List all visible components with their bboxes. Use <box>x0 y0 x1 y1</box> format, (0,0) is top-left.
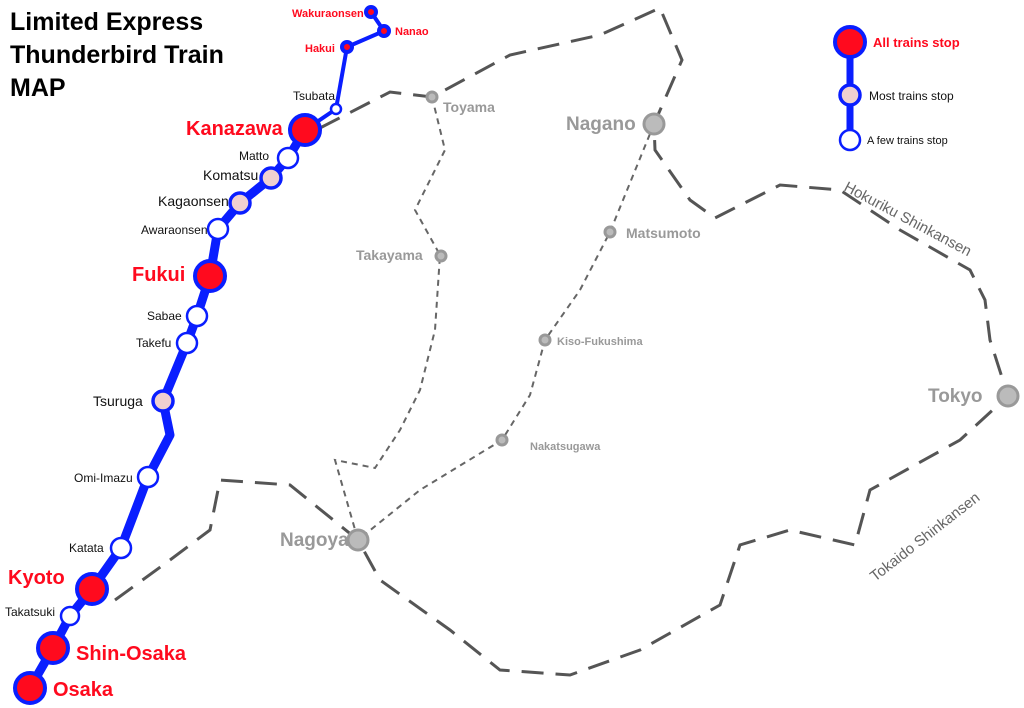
station-nagoya <box>346 528 370 552</box>
station-kanazawa <box>288 113 322 147</box>
label-nakatsugawa: Nakatsugawa <box>530 441 601 453</box>
label-komatsu: Komatsu <box>203 167 258 183</box>
label-fukui: Fukui <box>132 264 185 286</box>
title-line-1: Limited Express <box>10 8 203 36</box>
station-awaraonsen <box>206 217 230 241</box>
label-awaraonsen: Awaraonsen <box>141 223 208 237</box>
title-line-3: MAP <box>10 74 66 102</box>
station-omiimazu <box>136 465 160 489</box>
chuo-line <box>357 123 655 541</box>
thunderbird-route-north <box>303 10 386 132</box>
takayama-line <box>333 96 447 541</box>
station-kyoto <box>75 572 109 606</box>
label-shinosaka: Shin-Osaka <box>76 643 187 665</box>
label-takatsuki: Takatsuki <box>5 605 55 619</box>
station-nakatsugawa <box>495 433 509 447</box>
label-omiimazu: Omi-Imazu <box>74 471 133 485</box>
station-fukui <box>193 259 227 293</box>
label-kagaonsen: Kagaonsen <box>158 193 229 209</box>
station-toyama <box>425 90 439 104</box>
label-tsubata: Tsubata <box>293 89 335 103</box>
station-kagaonsen <box>228 191 252 215</box>
tokaido-shinkansen-line <box>114 394 1010 677</box>
thunderbird-route <box>25 125 310 693</box>
label-nanao: Nanao <box>395 26 429 38</box>
station-kisofukushima <box>538 333 552 347</box>
station-tokyo <box>996 384 1020 408</box>
station-nagano <box>642 112 666 136</box>
station-takatsuki <box>59 605 81 627</box>
label-wakuraonsen: Wakuraonsen <box>292 8 364 20</box>
station-sabae <box>185 304 209 328</box>
station-matto <box>276 146 300 170</box>
legend-few-stop-label: A few trains stop <box>867 135 948 147</box>
label-nagoya: Nagoya <box>280 530 349 551</box>
label-matsumoto: Matsumoto <box>626 225 701 241</box>
label-hokuriku-shinkansen: Hokuriku Shinkansen <box>841 179 974 261</box>
label-hakui: Hakui <box>305 43 335 55</box>
label-takefu: Takefu <box>136 336 171 350</box>
map-title: Limited Express Thunderbird Train MAP <box>10 8 224 102</box>
station-tsuruga <box>151 389 175 413</box>
label-nagano: Nagano <box>566 114 636 135</box>
label-kisofukushima: Kiso-Fukushima <box>557 336 643 348</box>
label-matto: Matto <box>239 149 269 163</box>
label-tsuruga: Tsuruga <box>93 393 143 409</box>
title-line-2: Thunderbird Train <box>10 41 224 69</box>
label-tokyo: Tokyo <box>928 386 983 407</box>
label-osaka: Osaka <box>53 679 114 701</box>
station-takefu <box>175 331 199 355</box>
station-takayama <box>434 249 448 263</box>
legend-all-stop-icon <box>833 25 867 59</box>
label-kyoto: Kyoto <box>8 567 65 589</box>
station-hakui <box>340 40 354 54</box>
hokuriku-shinkansen-line <box>319 6 1010 397</box>
legend-all-stop-label: All trains stop <box>873 35 960 50</box>
station-matsumoto <box>603 225 617 239</box>
station-shinosaka <box>36 631 70 665</box>
label-katata: Katata <box>69 541 104 555</box>
legend-most-stop-label: Most trains stop <box>869 89 954 103</box>
station-wakuraonsen <box>364 5 378 19</box>
legend: All trains stop Most trains stop A few t… <box>833 25 960 152</box>
label-tokaido-shinkansen: Tokaido Shinkansen <box>867 489 983 585</box>
label-takayama: Takayama <box>356 247 423 263</box>
station-katata <box>109 536 133 560</box>
legend-few-stop-icon <box>838 128 862 152</box>
station-tsubata <box>329 102 343 116</box>
label-toyama: Toyama <box>443 99 495 115</box>
legend-most-stop-icon <box>838 83 862 107</box>
station-osaka <box>13 671 47 705</box>
label-sabae: Sabae <box>147 309 182 323</box>
station-komatsu <box>259 166 283 190</box>
label-kanazawa: Kanazawa <box>186 118 284 140</box>
station-nanao <box>377 24 391 38</box>
